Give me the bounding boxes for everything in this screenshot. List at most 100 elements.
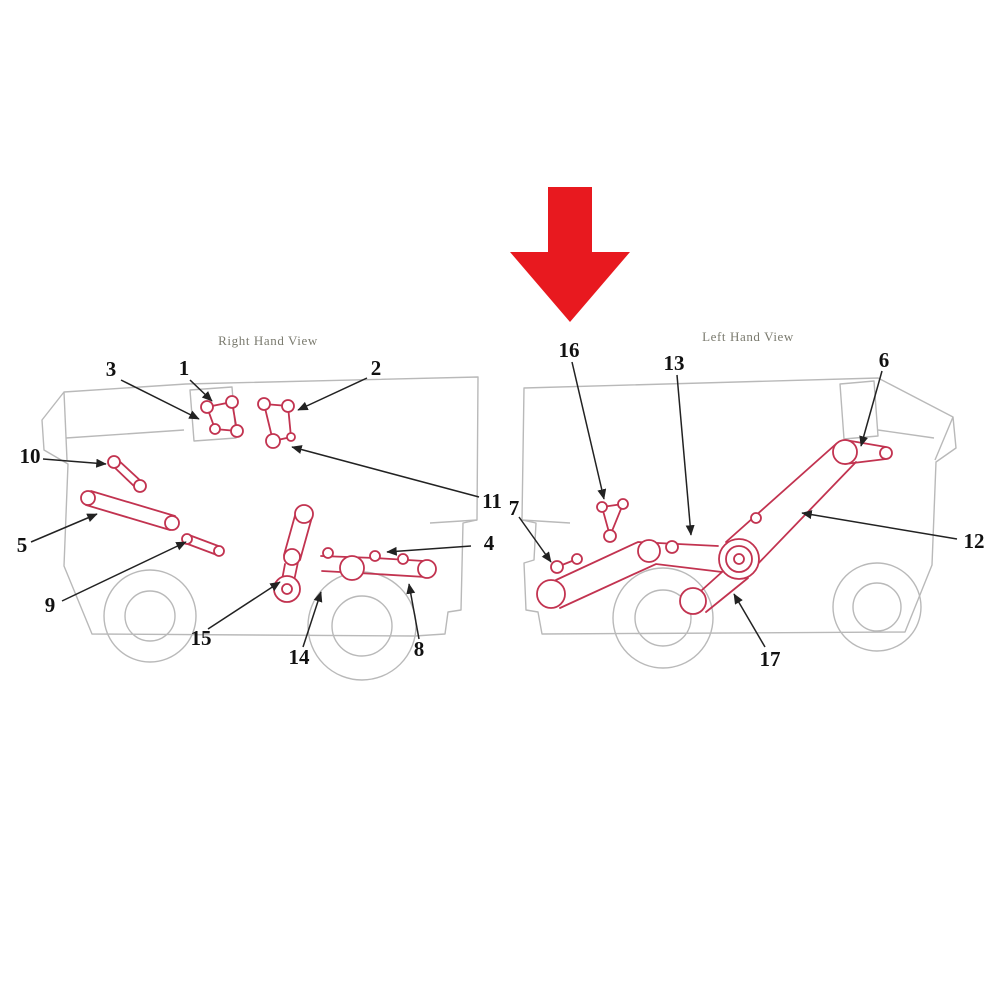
callout-4: 4 — [484, 531, 495, 555]
belt-9 — [184, 534, 222, 556]
pulley-hub — [281, 583, 293, 595]
pulley — [417, 559, 437, 579]
rear-step-line — [429, 519, 478, 524]
pulley — [213, 545, 225, 557]
callout-14: 14 — [289, 645, 311, 669]
machine-body-outline — [521, 377, 957, 635]
front-wheel-outer — [832, 562, 922, 652]
pulley — [80, 490, 96, 506]
leader-15 — [207, 581, 281, 630]
cab-window — [839, 380, 879, 440]
callout-7: 7 — [509, 496, 520, 520]
belt-5 — [85, 490, 176, 531]
leader-lines — [30, 361, 958, 648]
pulley — [257, 397, 271, 411]
leader-11 — [291, 445, 480, 498]
leader-16 — [571, 361, 607, 500]
pulley — [230, 424, 244, 438]
cab-window — [189, 386, 237, 442]
belt-lower-run — [555, 541, 723, 609]
right-hand-view-belt-parts — [80, 395, 437, 603]
leader-6 — [859, 370, 883, 447]
idler-pulley — [397, 553, 409, 565]
pulley — [181, 533, 193, 545]
machine-body-outline — [41, 376, 479, 637]
left-hand-view-machine-outline — [521, 377, 957, 669]
callout-11: 11 — [482, 489, 502, 513]
leader-1 — [189, 379, 213, 402]
left-hand-view-belt-parts — [536, 439, 893, 615]
callout-6: 6 — [879, 348, 890, 372]
front-post-line — [63, 391, 68, 461]
leader-3 — [120, 379, 200, 420]
callout-1: 1 — [179, 356, 190, 380]
pulley — [294, 504, 314, 524]
belt-17 — [701, 571, 749, 613]
pulley — [832, 439, 858, 465]
callout-10: 10 — [20, 444, 41, 468]
front-wheel-inner — [124, 590, 176, 642]
pulley — [679, 587, 707, 615]
leader-10 — [42, 458, 107, 468]
callout-17: 17 — [760, 647, 781, 671]
pulley — [200, 400, 214, 414]
front-wheel-inner — [852, 582, 902, 632]
callout-15: 15 — [191, 626, 212, 650]
pulley — [617, 498, 629, 510]
pulley — [265, 433, 281, 449]
leader-7 — [518, 516, 552, 563]
pulley — [209, 423, 221, 435]
pulley — [286, 432, 296, 442]
callout-12: 12 — [964, 529, 985, 553]
idler-pulley — [750, 512, 762, 524]
leader-14 — [302, 591, 323, 648]
callout-3: 3 — [106, 357, 117, 381]
pulley — [339, 555, 365, 581]
rear-wheel-inner — [331, 595, 393, 657]
pulley — [164, 515, 180, 531]
rear-wheel-outer — [307, 571, 417, 681]
idler-pulley — [369, 550, 381, 562]
pulley-hub — [733, 553, 745, 565]
leader-2 — [297, 377, 368, 411]
pulley — [283, 548, 301, 566]
callout-8: 8 — [414, 637, 425, 661]
idler-pulley — [665, 540, 679, 554]
callout-9: 9 — [45, 593, 56, 617]
right-hand-view-machine-outline — [41, 376, 479, 681]
front-wheel-outer — [103, 569, 197, 663]
leader-4 — [386, 545, 472, 556]
leader-17 — [733, 593, 766, 648]
pulley — [879, 446, 893, 460]
pulley-large — [536, 579, 566, 609]
belt-15-vertical — [281, 511, 313, 582]
callout-16: 16 — [559, 338, 580, 362]
red-down-arrow-icon — [510, 187, 630, 322]
front-hood-line — [65, 429, 185, 439]
callout-labels: 1 2 3 4 5 6 7 8 9 10 11 12 13 14 15 16 1… — [17, 338, 985, 671]
pulley — [225, 395, 239, 409]
callout-2: 2 — [371, 356, 382, 380]
callout-13: 13 — [664, 351, 685, 375]
front-hood-line — [877, 429, 935, 439]
rear-step-line — [521, 519, 571, 524]
rear-wheel-inner — [634, 589, 692, 647]
leader-12 — [801, 510, 958, 540]
belt-10 — [111, 458, 144, 490]
front-post-line — [934, 416, 954, 461]
leader-8 — [406, 583, 420, 640]
pulley — [603, 529, 617, 543]
pulley — [596, 501, 608, 513]
pulley — [550, 560, 564, 574]
leader-9 — [61, 541, 187, 602]
leader-13 — [676, 374, 695, 536]
pulley — [133, 479, 147, 493]
belt-16 — [600, 502, 625, 539]
pulley — [281, 399, 295, 413]
callout-5: 5 — [17, 533, 28, 557]
pulley — [571, 553, 583, 565]
rear-wheel-outer — [612, 567, 714, 669]
left-hand-view-title: Left Hand View — [702, 329, 794, 344]
